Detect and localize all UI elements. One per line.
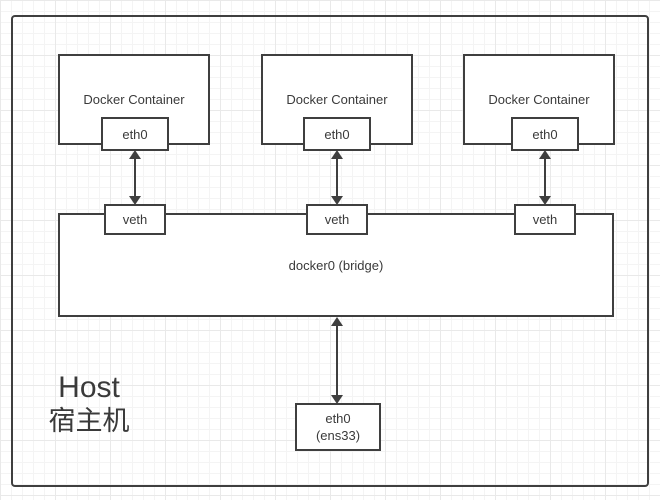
arrow-shaft [544, 157, 546, 198]
docker-container-label: Docker Container [286, 92, 388, 107]
host-caption-en: Host [58, 371, 120, 404]
container-eth0-box-2: eth0 [303, 117, 371, 151]
veth-label: veth [324, 212, 350, 227]
host-caption: Host 宿主机 [28, 371, 150, 438]
eth0-label: eth0 [532, 126, 558, 142]
host-eth0-label: eth0 [325, 411, 351, 426]
arrow-bridge-hostnic [331, 317, 343, 404]
docker-container-box-3: Docker Container [463, 54, 615, 145]
host-eth0-box: eth0 (ens33) [295, 403, 381, 451]
host-boundary-frame [11, 15, 649, 487]
docker0-bridge-label: docker0 (bridge) [288, 257, 384, 273]
arrow-shaft [134, 157, 136, 198]
veth-label: veth [122, 212, 148, 227]
arrow-shaft [336, 324, 338, 397]
container-eth0-box-3: eth0 [511, 117, 579, 151]
arrow-eth0-veth-1 [129, 150, 141, 205]
arrow-shaft [336, 157, 338, 198]
arrow-eth0-veth-2 [331, 150, 343, 205]
eth0-label: eth0 [122, 126, 148, 142]
veth-box-2: veth [306, 204, 368, 235]
docker-container-label: Docker Container [83, 92, 185, 107]
host-caption-zh: 宿主机 [48, 406, 130, 436]
veth-box-1: veth [104, 204, 166, 235]
host-eth0-sublabel: (ens33) [315, 428, 361, 443]
veth-label: veth [532, 212, 558, 227]
eth0-label: eth0 [324, 126, 350, 142]
arrow-eth0-veth-3 [539, 150, 551, 205]
docker-container-label: Docker Container [488, 92, 590, 107]
container-eth0-box-1: eth0 [101, 117, 169, 151]
veth-box-3: veth [514, 204, 576, 235]
